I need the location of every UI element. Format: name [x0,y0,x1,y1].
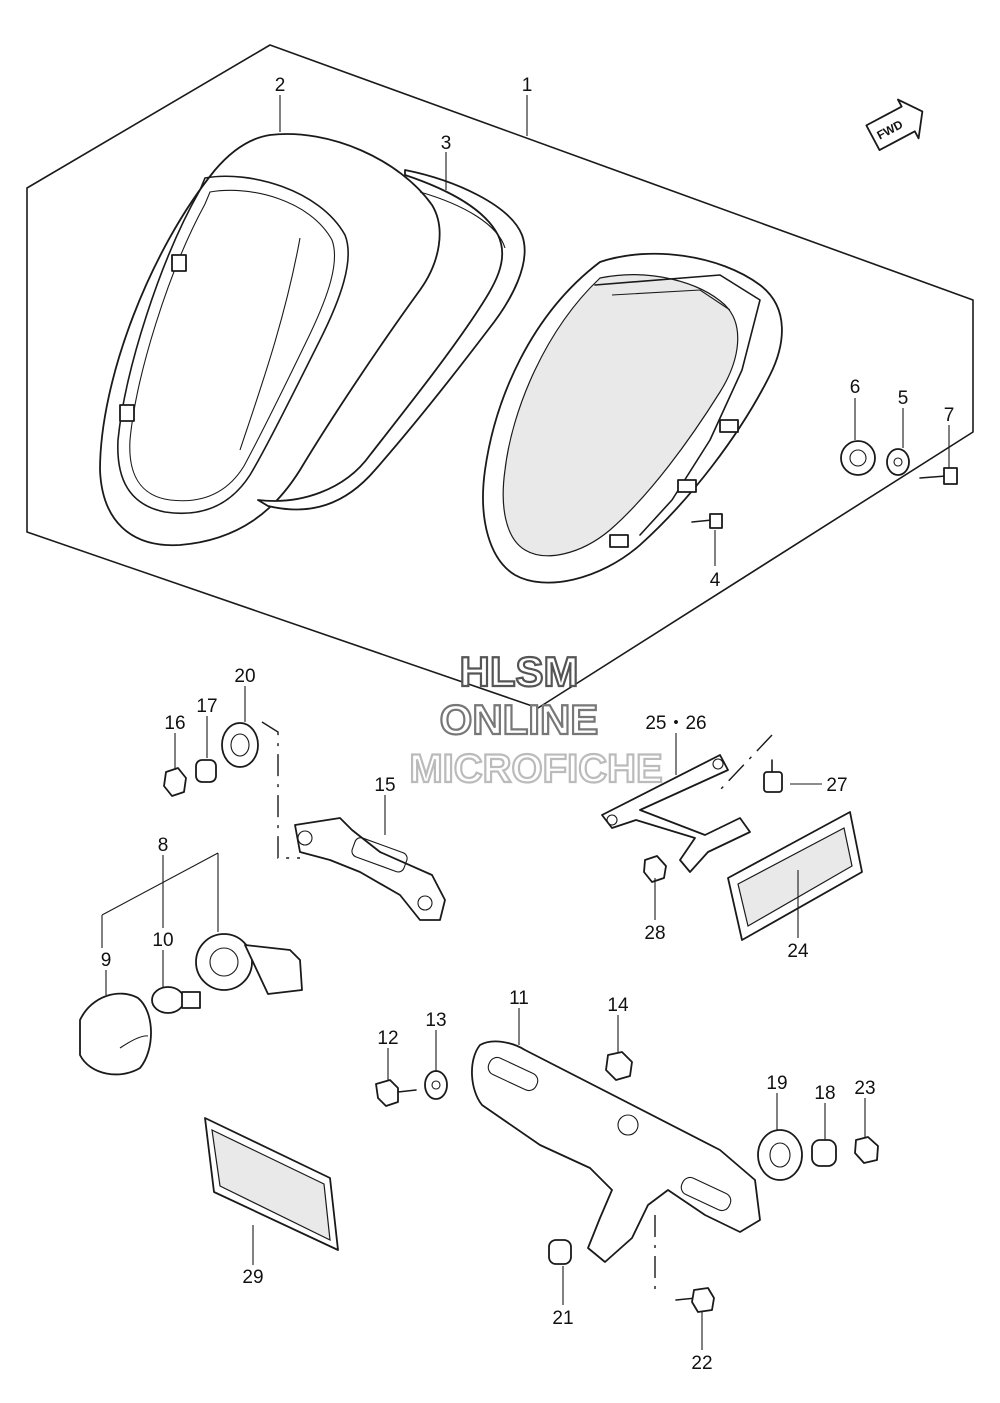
callout-8: 8 [158,835,169,856]
callout-21: 21 [552,1308,573,1329]
part-5-washer [886,448,910,476]
callout-23: 23 [854,1078,875,1099]
callout-18: 18 [814,1083,835,1104]
watermark-line-2: ONLINE [440,696,599,743]
part-15-bracket [294,817,446,921]
callout-1: 1 [522,75,533,96]
part-16-nut [163,767,187,797]
callout-20: 20 [234,666,255,687]
callout-14: 14 [607,995,629,1016]
callout-29: 29 [242,1267,263,1288]
arrow-right-icon [865,98,924,151]
callout-19: 19 [766,1073,787,1094]
callout-27: 27 [826,775,847,796]
part-14-nut [605,1051,633,1081]
part-27-screw [763,759,783,793]
callout-5: 5 [898,388,909,409]
callout-28: 28 [644,923,665,944]
callout-17: 17 [196,696,217,717]
callout-7: 7 [944,405,955,426]
watermark-line-3: MICROFICHE [409,747,662,791]
callout-13: 13 [425,1010,446,1031]
part-28-nut [643,855,667,883]
callout-25-26: 25・26 [645,713,706,734]
part-13-washer [424,1070,448,1100]
part-6-grommet [840,440,876,476]
callout-24: 24 [787,941,809,962]
callout-6: 6 [850,377,861,398]
callout-10: 10 [152,930,173,951]
part-17-spacer [195,759,217,783]
part-12-bolt [375,1079,417,1107]
part-4-screw [691,513,723,529]
callout-9: 9 [101,950,112,971]
part-22-bolt [675,1287,715,1313]
callout-2: 2 [275,75,286,96]
part-18-spacer [811,1139,837,1167]
callout-12: 12 [377,1028,398,1049]
callout-3: 3 [441,133,452,154]
part-1-lamp-housing [482,252,783,584]
part-9-lens [79,992,152,1076]
callouts: 2 1 3 4 6 5 7 20 17 16 15 8 10 9 11 12 1… [101,75,955,1374]
callout-4: 4 [710,570,721,591]
callout-16: 16 [164,713,185,734]
callout-15: 15 [374,775,395,796]
watermark: HLSM ONLINE MICROFICHE [408,647,664,792]
part-8-socket [195,933,303,995]
part-2-lens-rim [99,133,441,547]
part-7-screw [919,467,958,485]
callout-11: 11 [509,988,529,1009]
part-10-bulb [151,986,201,1014]
fwd-badge: FWD [865,98,924,151]
part-11-license-bracket [471,1040,761,1263]
part-21-spacer [548,1239,572,1265]
part-20-grommet [221,722,259,768]
part-29-reflector [204,1117,339,1251]
leader-lines [101,95,950,1350]
part-3-gasket [257,169,526,511]
callout-22: 22 [691,1353,712,1374]
part-23-nut [854,1136,879,1164]
part-24-reflector [727,811,863,941]
watermark-line-1: HLSM [460,648,579,695]
part-25-26-bracket [601,754,751,873]
assembly-box [26,44,974,709]
part-19-grommet [757,1129,803,1181]
